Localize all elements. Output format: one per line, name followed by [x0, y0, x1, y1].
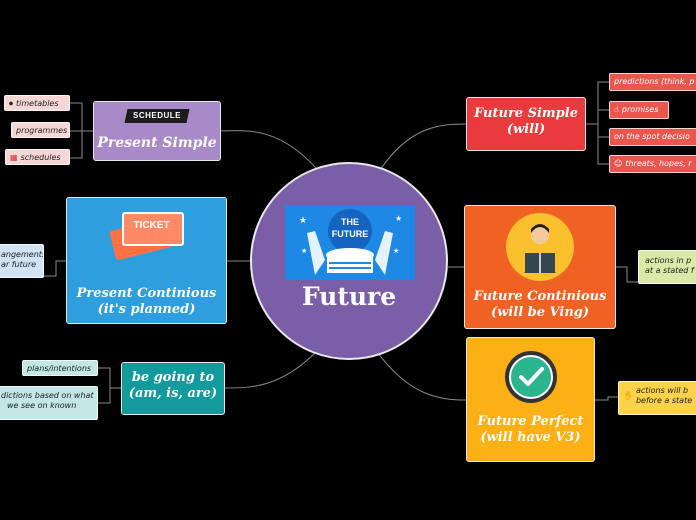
clock-icon: ⏺ [9, 99, 13, 108]
topic-title-line-2: (will have V3) [480, 429, 581, 445]
future-crystal-ball-image: THE FUTURE ★ ★ ★ ★ [285, 205, 415, 280]
leaf-actions-before[interactable]: ✋ actions will b before a state [618, 381, 696, 415]
svg-text:★: ★ [395, 214, 402, 223]
topic-title-line-2: (am, is, are) [128, 385, 218, 401]
topic-present-continious[interactable]: TICKET Present Continious (it's planned) [66, 197, 227, 324]
image-text-future: FUTURE [332, 229, 369, 239]
schedule-image-text: SCHEDULE [132, 111, 181, 120]
leaf-promises[interactable]: ☝promises [609, 101, 669, 119]
leaf-timetables[interactable]: ⏺timetables [4, 95, 70, 111]
leaf-predictions[interactable]: predictions (think, p [609, 73, 696, 91]
leaf-predictions-based[interactable]: dictions based on what we see on known [0, 386, 98, 420]
leaf-plans-intentions[interactable]: plans/intentions [22, 360, 98, 376]
face-icon: ☺ [614, 159, 623, 168]
topic-title: Present Simple [97, 135, 217, 151]
ticket-image-text: TICKET [133, 220, 170, 231]
leaf-actions-in-progress[interactable]: actions in p at a stated f [638, 250, 696, 284]
topic-title-line-1: Future Continious [473, 289, 607, 304]
leaf-threats-hopes[interactable]: ☺threats, hopes, r [609, 155, 696, 173]
topic-title-line-2: (will) [506, 121, 546, 137]
svg-text:★: ★ [299, 216, 307, 226]
topic-future-simple[interactable]: Future Simple (will) [466, 97, 586, 151]
topic-future-perfect[interactable]: Future Perfect (will have V3) [466, 337, 595, 462]
central-topic-title: Future [301, 282, 397, 311]
svg-text:★: ★ [301, 247, 307, 255]
checkmark-icon [504, 350, 558, 404]
leaf-on-the-spot-decisions[interactable]: on the spot decisio [609, 128, 696, 146]
reader-image [506, 213, 574, 281]
image-text-the: THE [341, 217, 359, 227]
leaf-programmes[interactable]: programmes [11, 122, 70, 138]
topic-title-line-1: Future Simple [474, 106, 578, 121]
topic-be-going-to[interactable]: be going to (am, is, are) [121, 362, 225, 415]
topic-title-line-2: (will be Ving) [490, 304, 590, 320]
topic-present-simple[interactable]: SCHEDULE Present Simple [93, 101, 221, 161]
topic-title-line-1: Present Continious [76, 286, 217, 301]
ticket-image: TICKET [108, 208, 184, 261]
svg-text:★: ★ [393, 247, 399, 255]
finger-icon: ☝ [614, 105, 619, 114]
topic-title-line-1: Future Perfect [477, 414, 584, 429]
topic-future-continious[interactable]: Future Continious (will be Ving) [464, 205, 616, 329]
topic-title-line-1: be going to [131, 370, 215, 385]
topic-title-line-2: (it's planned) [97, 301, 196, 317]
leaf-arrangements[interactable]: angements ar future [0, 244, 44, 278]
schedule-image: SCHEDULE [124, 109, 190, 123]
calendar-icon: ▦ [10, 153, 18, 162]
hand-icon: ✋ [623, 391, 633, 400]
leaf-schedules[interactable]: ▦schedules [5, 149, 70, 165]
